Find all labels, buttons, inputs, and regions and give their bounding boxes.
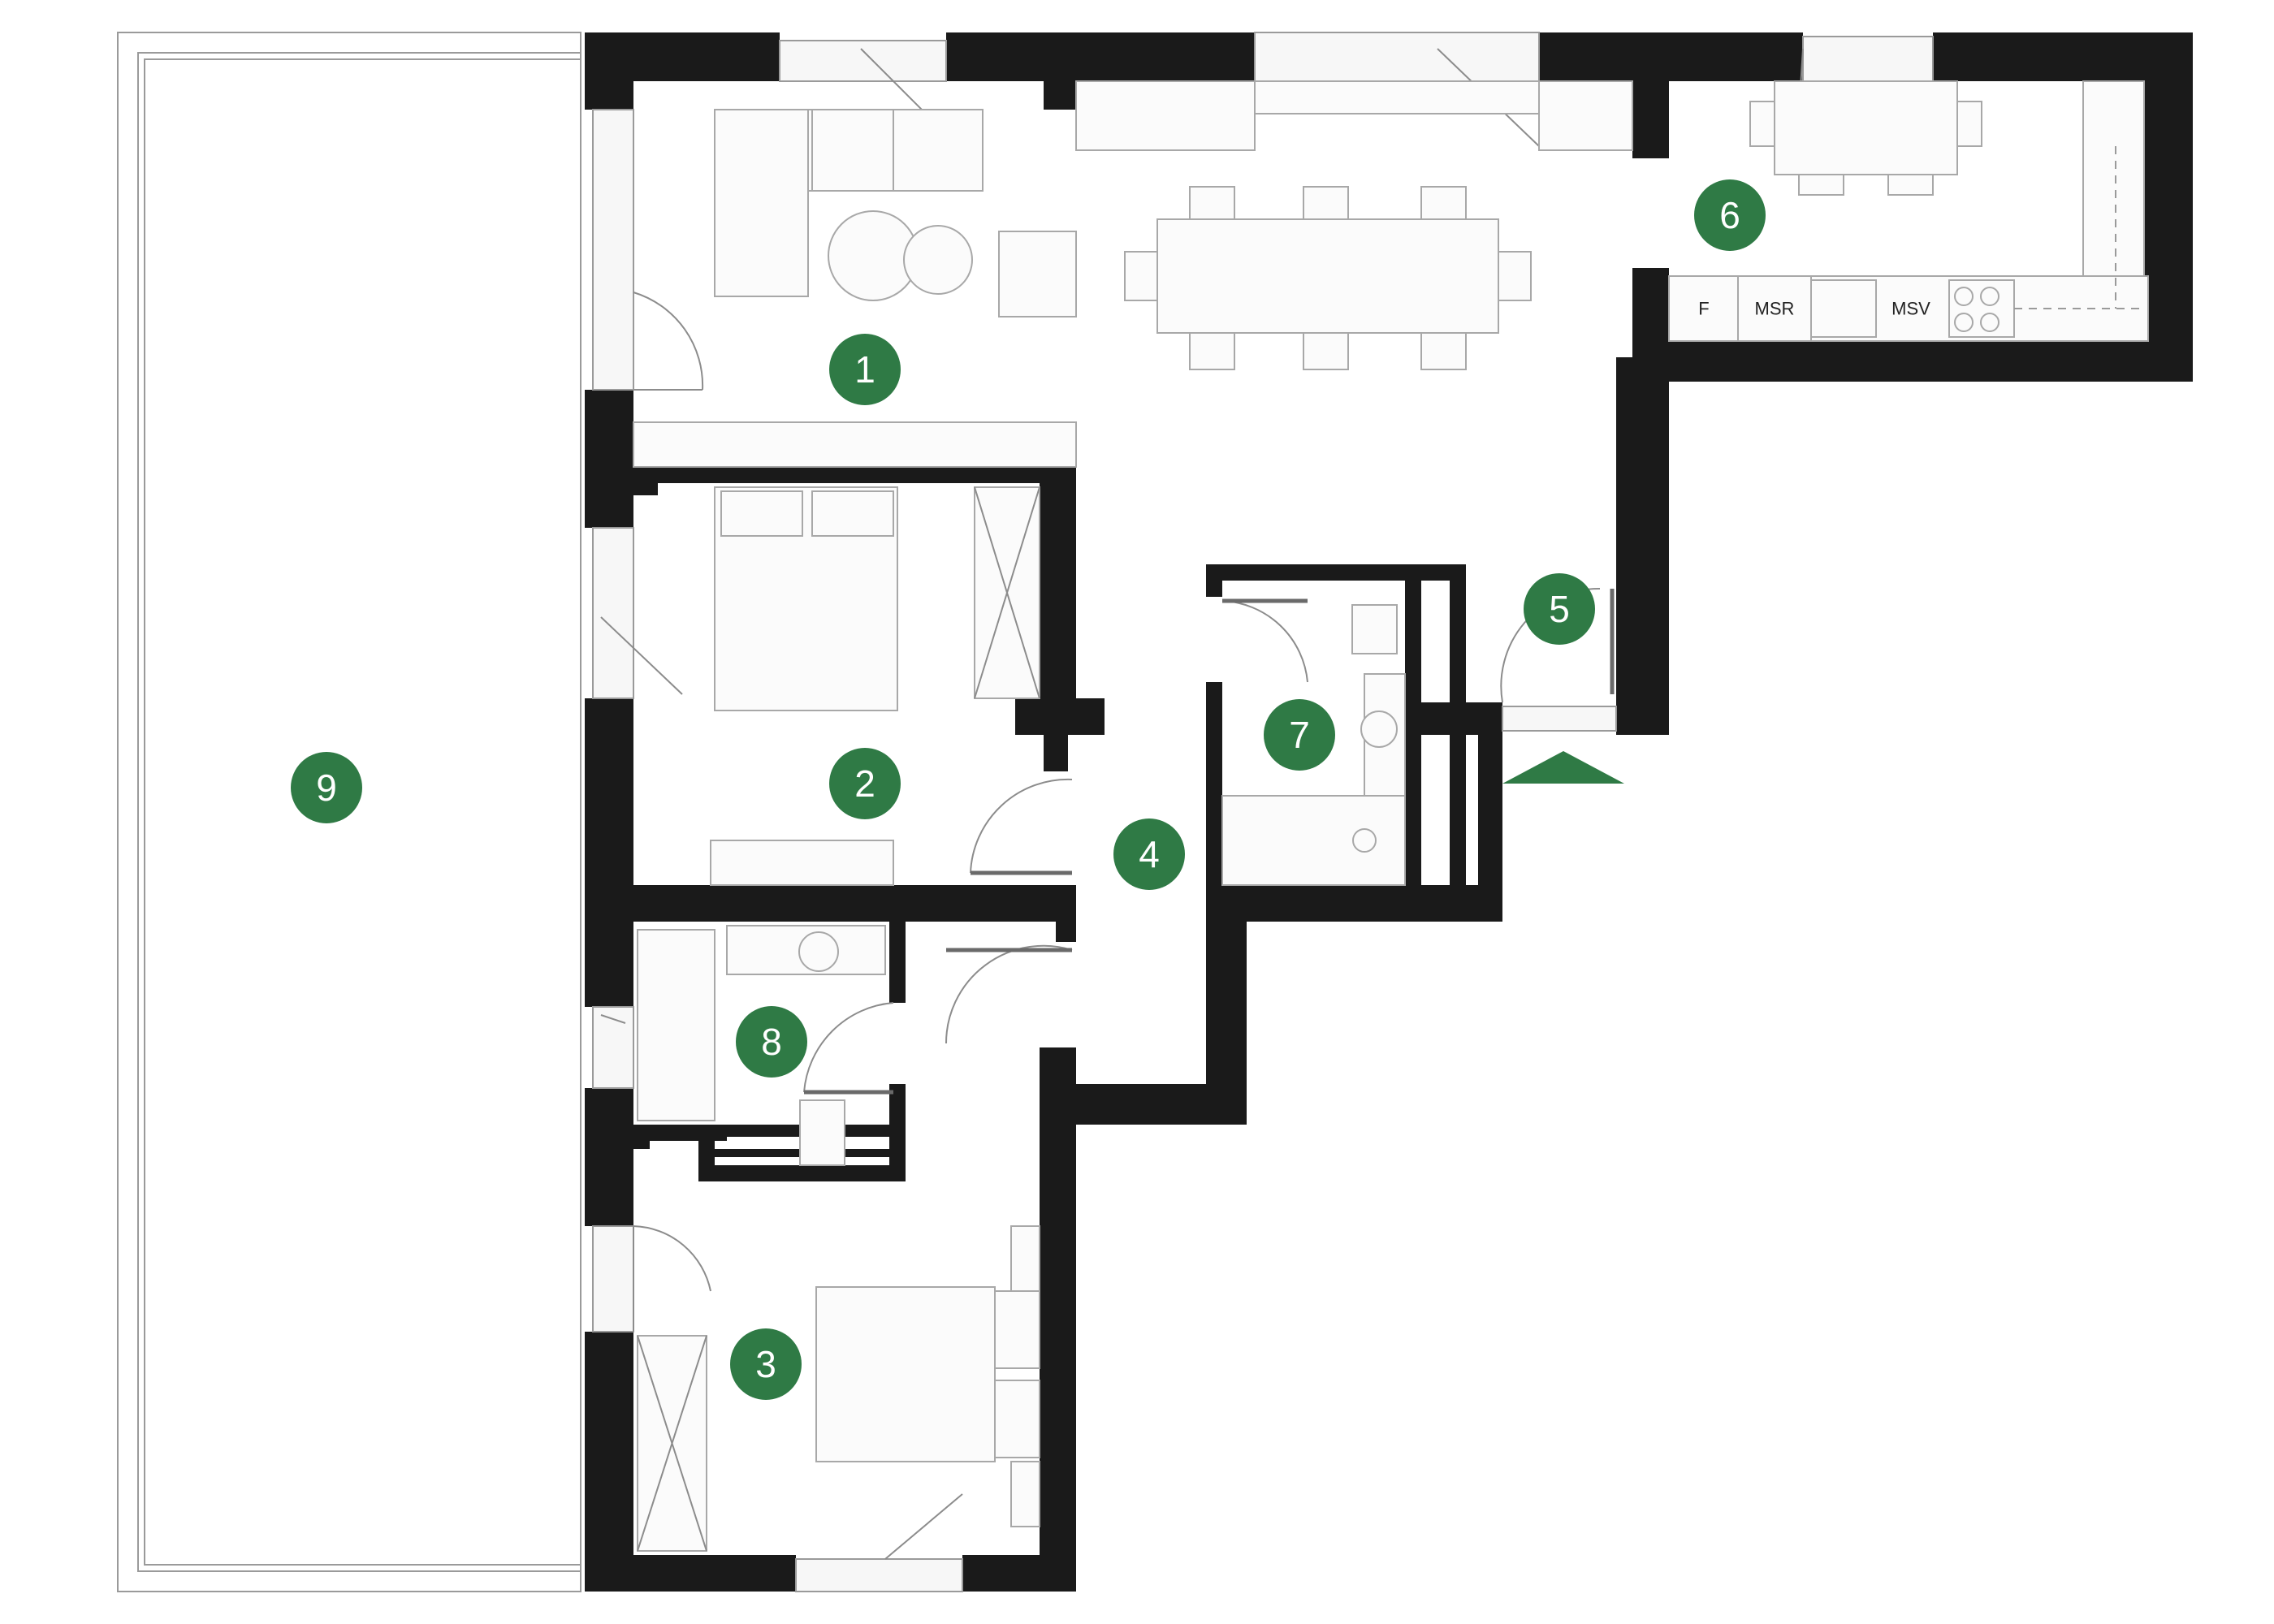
doors (633, 292, 1617, 1332)
walls (585, 32, 2193, 1592)
appliance-labels: F MSR MSV (1698, 299, 1930, 319)
room-marker-9: 9 (291, 752, 362, 823)
room-label-8: 8 (761, 1021, 782, 1063)
room-label-9: 9 (316, 767, 337, 809)
room-marker-6: 6 (1694, 179, 1766, 251)
room-marker-2: 2 (829, 748, 901, 819)
windows (592, 32, 1934, 1592)
room-marker-5: 5 (1524, 573, 1595, 645)
dishwasher-label: MSR (1755, 299, 1795, 319)
room-label-6: 6 (1719, 194, 1740, 236)
entrance-arrow (1502, 751, 1624, 784)
room-label-4: 4 (1139, 833, 1160, 875)
terrace (117, 32, 581, 1592)
room-label-3: 3 (755, 1343, 776, 1385)
fridge-label: F (1698, 299, 1709, 319)
sink-label: MSV (1891, 299, 1930, 319)
room-markers: 1 2 3 4 5 6 7 8 (291, 179, 1766, 1400)
room-marker-7: 7 (1264, 699, 1335, 771)
room-marker-3: 3 (730, 1328, 802, 1400)
room-label-5: 5 (1549, 588, 1570, 630)
room-label-7: 7 (1289, 714, 1310, 756)
room-marker-8: 8 (736, 1006, 807, 1078)
room-marker-4: 4 (1113, 818, 1185, 890)
room-marker-1: 1 (829, 334, 901, 405)
furniture (633, 80, 2149, 1552)
room-label-1: 1 (854, 348, 875, 391)
room-label-2: 2 (854, 762, 875, 805)
